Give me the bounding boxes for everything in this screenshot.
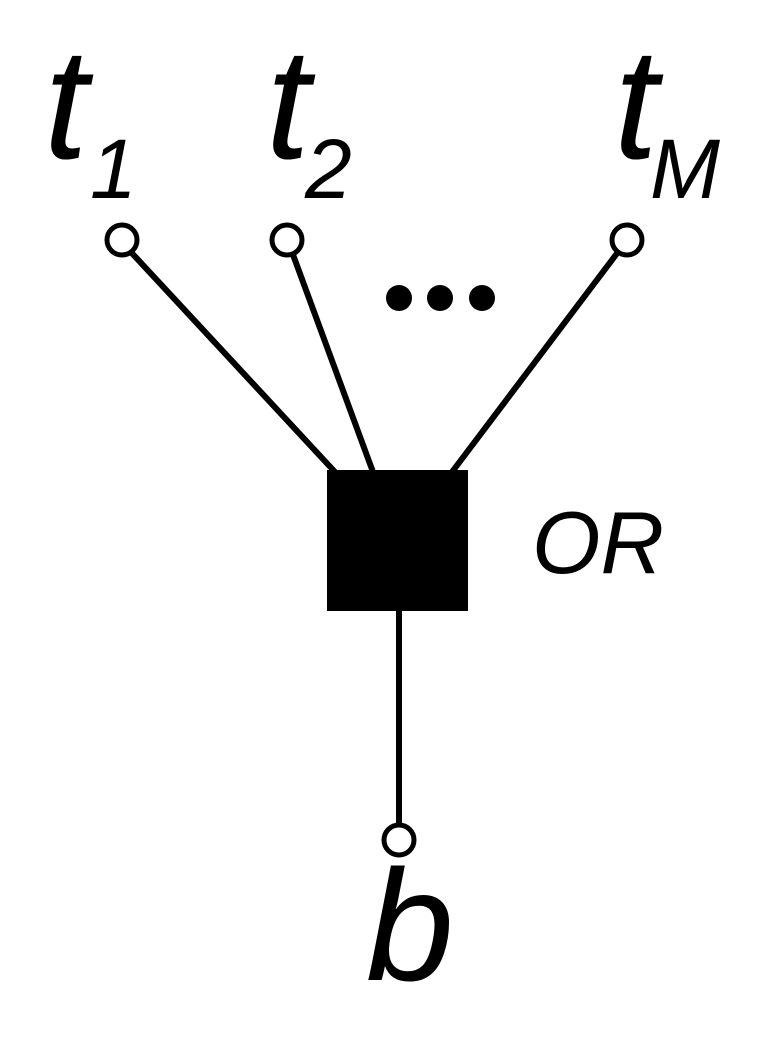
variable-node-t1 xyxy=(104,222,140,258)
label-tm: tM xyxy=(614,16,720,216)
ellipsis-dot xyxy=(469,285,495,311)
label-t1-base: t xyxy=(44,16,94,192)
label-tm-base: t xyxy=(614,16,664,192)
label-t2-subscript: 2 xyxy=(304,122,352,216)
or-factor-node xyxy=(327,470,468,611)
variable-node-tm xyxy=(609,222,645,258)
label-t2: t2 xyxy=(266,16,352,216)
variable-node-b xyxy=(381,822,417,858)
label-b: b xyxy=(366,838,454,1014)
ellipsis-dots xyxy=(386,285,495,311)
label-t1-subscript: 1 xyxy=(90,122,137,216)
label-t2-base: t xyxy=(266,16,316,192)
ellipsis-dot xyxy=(386,285,412,311)
label-t1: t1 xyxy=(44,16,137,216)
edge-tm-to-or xyxy=(449,250,621,474)
variable-node-t2 xyxy=(269,222,305,258)
ellipsis-dot xyxy=(427,285,453,311)
label-tm-subscript: M xyxy=(650,122,720,216)
or-factor-label: OR xyxy=(532,493,664,592)
edge-t1-to-or xyxy=(126,247,338,475)
edge-t2-to-or xyxy=(289,250,376,474)
